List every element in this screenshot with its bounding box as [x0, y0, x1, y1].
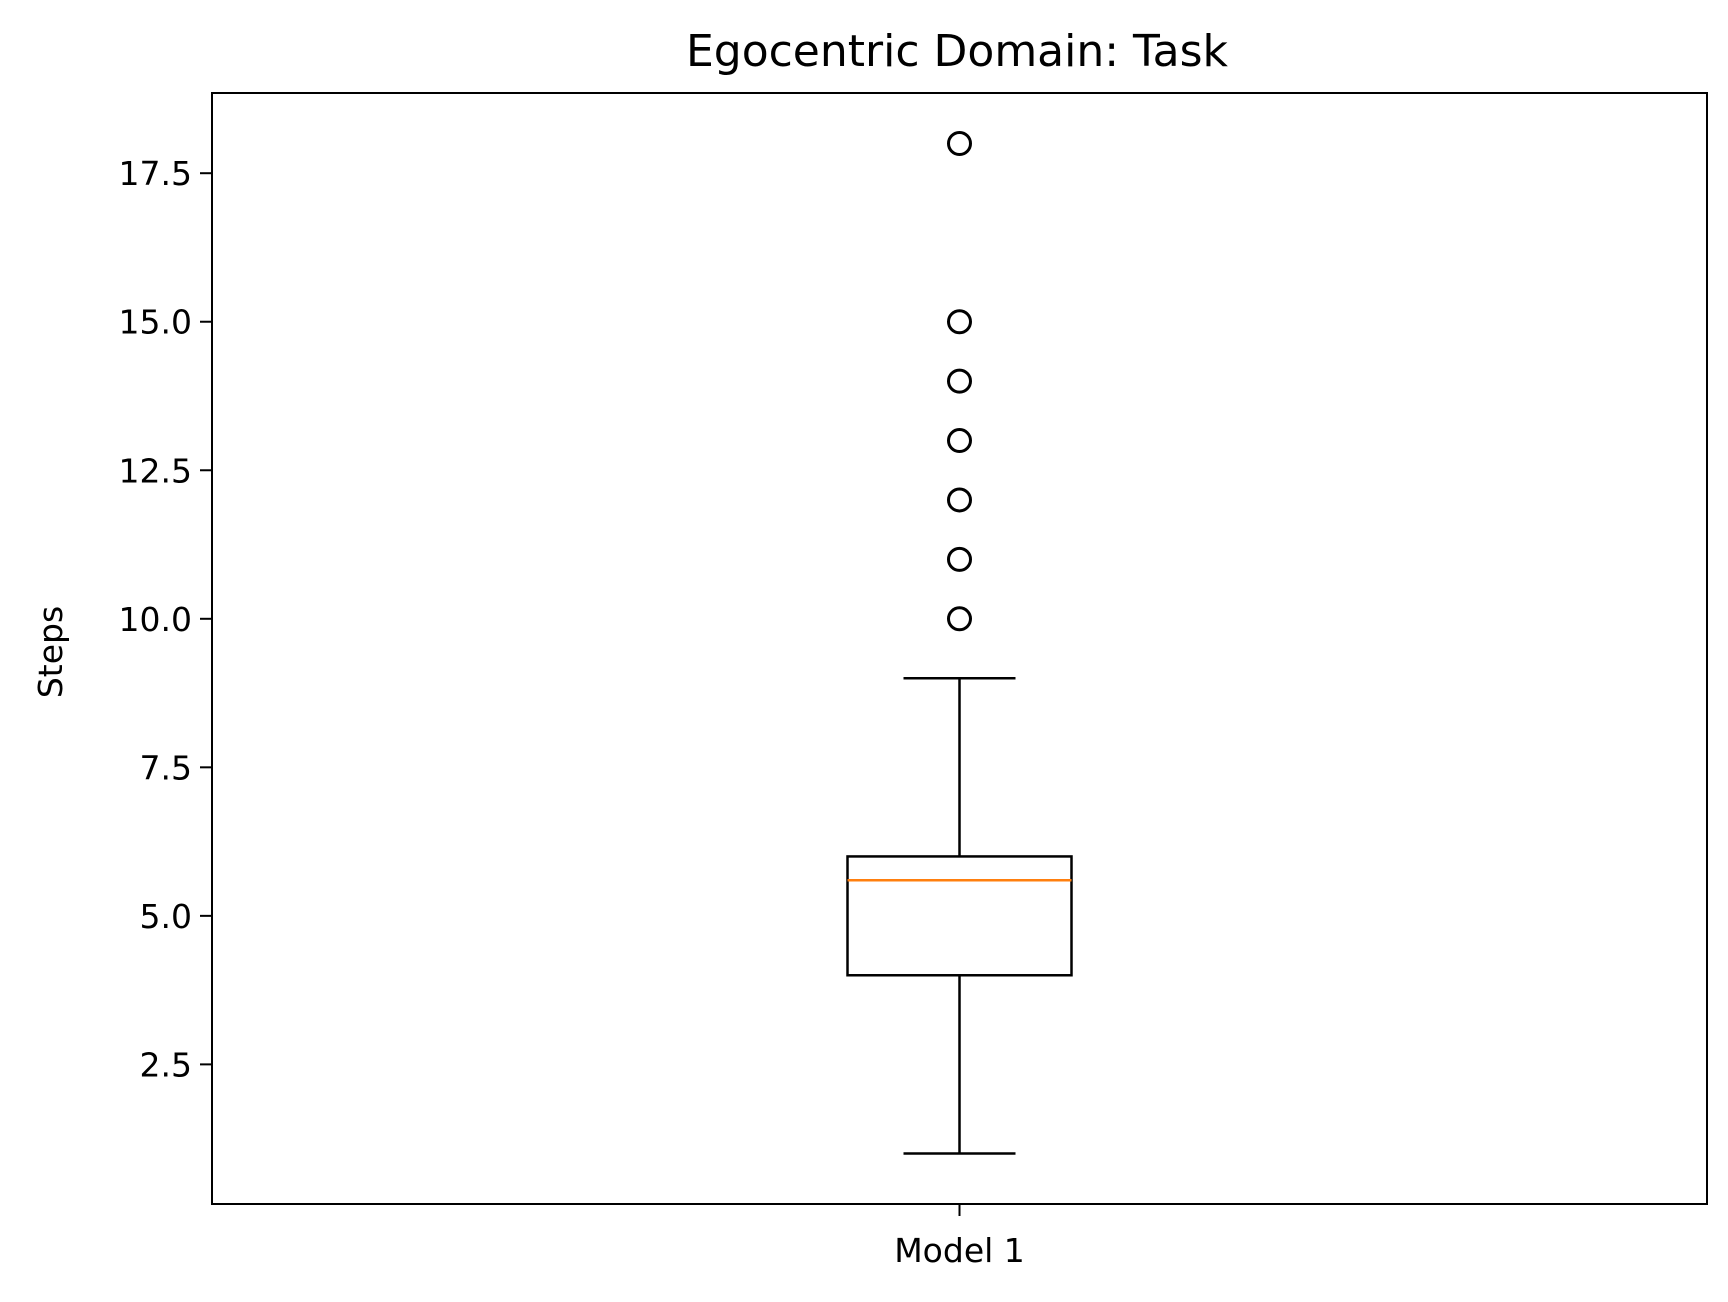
y-tick-label: 7.5 — [140, 748, 192, 787]
outlier-point — [947, 368, 972, 394]
y-tick-label: 5.0 — [140, 897, 192, 936]
iqr-box — [846, 855, 1073, 977]
outlier-point — [947, 606, 972, 632]
outlier-point — [947, 428, 972, 454]
outlier-point — [947, 131, 972, 156]
y-tick-label: 2.5 — [140, 1045, 192, 1084]
y-axis-label: Steps — [31, 606, 70, 698]
x-tick-label: Model 1 — [894, 1231, 1025, 1270]
y-tick-label: 17.5 — [119, 154, 192, 193]
y-tick-label: 15.0 — [119, 303, 192, 342]
y-tick-label: 12.5 — [119, 451, 192, 490]
chart-title: Egocentric Domain: Task — [686, 26, 1229, 77]
outlier-point — [947, 487, 972, 513]
outlier-point — [947, 309, 972, 335]
outlier-point — [947, 546, 972, 572]
y-tick-label: 10.0 — [119, 600, 192, 639]
